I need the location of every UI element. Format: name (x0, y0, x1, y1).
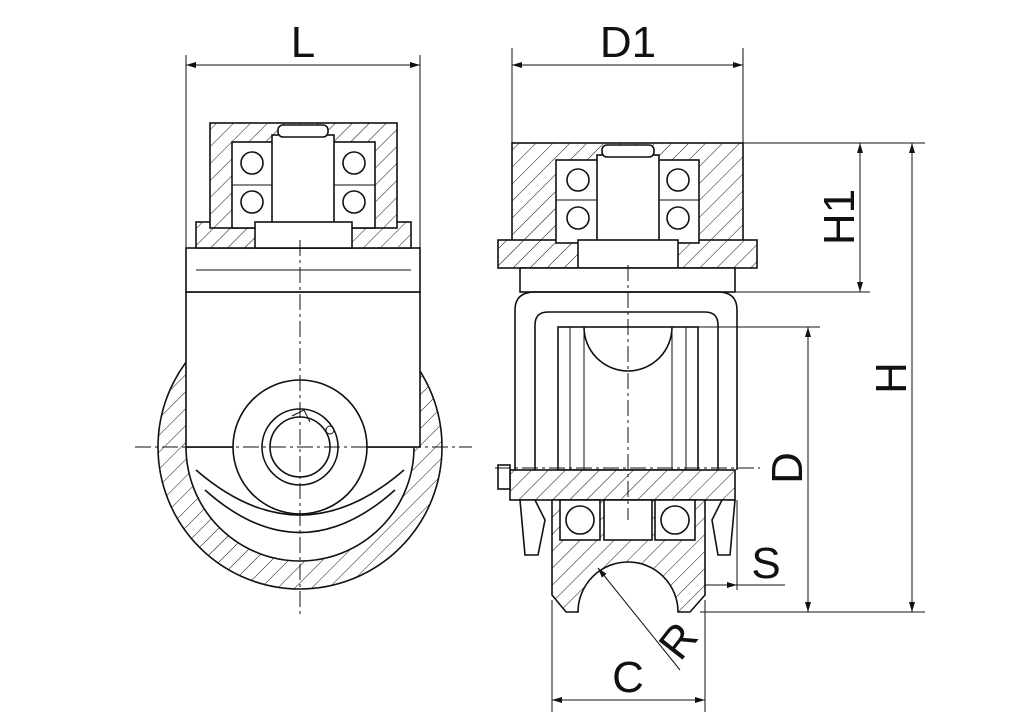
dimension-L-label: L (291, 18, 315, 67)
dimension-C-label: C (612, 653, 644, 702)
dimension-H1-label: H1 (815, 189, 864, 245)
dimension-S-label: S (751, 539, 780, 588)
dimension-D-label: D (763, 452, 812, 484)
ball-bearing (240, 151, 264, 175)
dimension-D1-label: D1 (600, 18, 656, 67)
fork (514, 291, 738, 470)
front-view: D1 H1 H D S R C (495, 18, 925, 712)
shaft (271, 134, 335, 229)
dimension-H-label: H (867, 362, 916, 394)
ball-bearing-lower (565, 505, 595, 535)
axle-plate (509, 469, 736, 501)
side-view: L (135, 18, 472, 615)
dimension-R-label: R (649, 613, 707, 668)
